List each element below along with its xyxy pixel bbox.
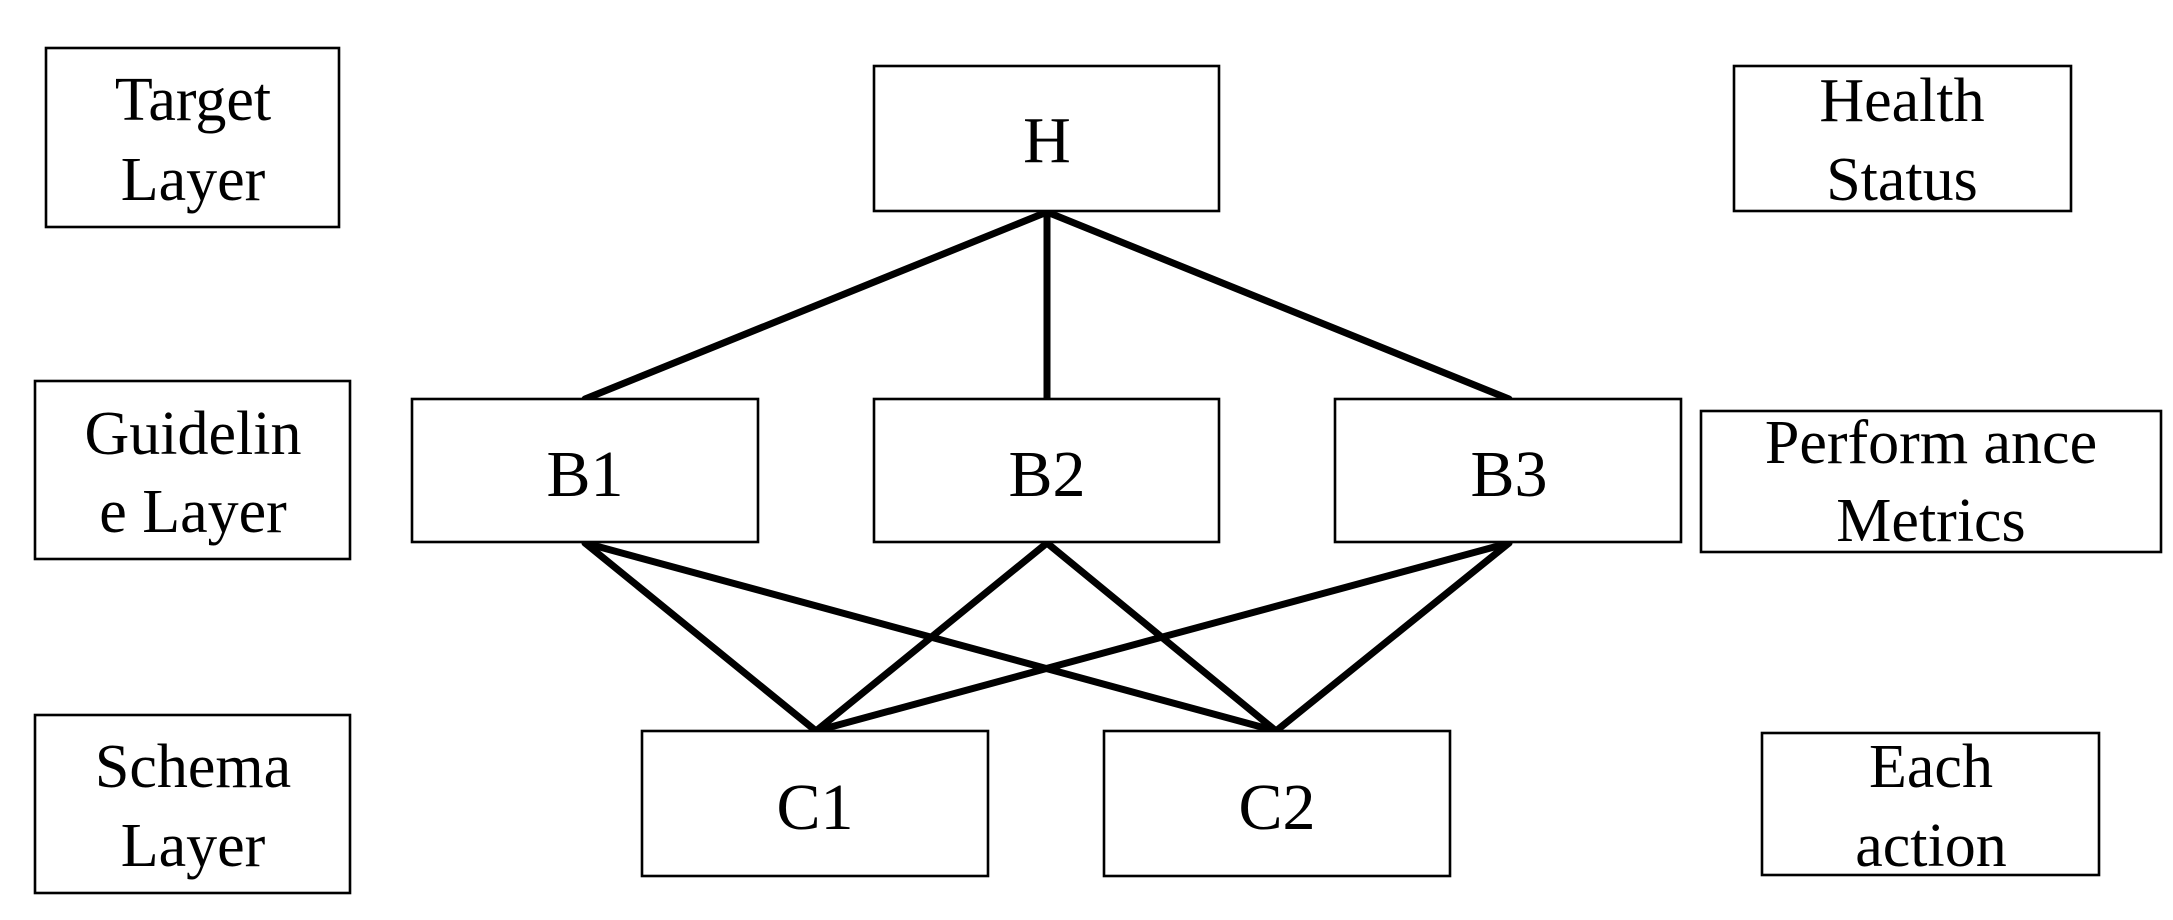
node-b2: B2 <box>872 397 1221 544</box>
right-label-target-line1: Health <box>1819 67 1984 135</box>
left-label-schema-line2: Layer <box>121 812 266 880</box>
left-label-schema: Schema Layer <box>33 713 352 895</box>
right-label-guideline: Perform ance Metrics <box>1699 409 2163 555</box>
link-b2-c1 <box>812 539 1051 735</box>
link-b3-c1 <box>812 539 1513 735</box>
right-label-schema-line1: Each <box>1869 733 1993 801</box>
link-h-b3 <box>1043 208 1513 403</box>
node-c1-label: C1 <box>776 771 853 844</box>
right-label-guideline-line2: Metrics <box>1836 487 2025 555</box>
left-label-guideline-line1: Guidelin <box>85 400 302 468</box>
left-label-target: Target Layer <box>44 46 341 229</box>
right-label-schema-line2: action <box>1855 812 2007 880</box>
connector-lines <box>581 208 1513 735</box>
node-b3: B3 <box>1333 397 1683 544</box>
link-b1-c1 <box>581 539 820 735</box>
right-label-target-line2: Status <box>1826 146 1978 214</box>
node-h-label: H <box>1023 104 1071 177</box>
node-c2: C2 <box>1102 729 1452 878</box>
node-c2-label: C2 <box>1238 771 1315 844</box>
link-b3-c2 <box>1272 539 1513 735</box>
node-b2-label: B2 <box>1008 438 1085 511</box>
right-label-target: Health Status <box>1732 64 2073 214</box>
right-label-schema: Each action <box>1760 731 2101 880</box>
node-c1: C1 <box>640 729 990 878</box>
left-label-target-line2: Layer <box>121 146 266 214</box>
left-label-guideline: Guidelin e Layer <box>33 379 352 561</box>
left-label-target-line1: Target <box>115 66 271 134</box>
left-label-schema-line1: Schema <box>95 733 291 801</box>
link-h-b1 <box>581 208 1051 403</box>
node-b1-label: B1 <box>546 438 623 511</box>
node-b3-label: B3 <box>1470 438 1547 511</box>
right-label-guideline-line1: Perform ance <box>1765 409 2097 477</box>
node-h: H <box>872 64 1221 213</box>
node-b1: B1 <box>410 397 760 544</box>
left-label-guideline-line2: e Layer <box>99 478 287 546</box>
